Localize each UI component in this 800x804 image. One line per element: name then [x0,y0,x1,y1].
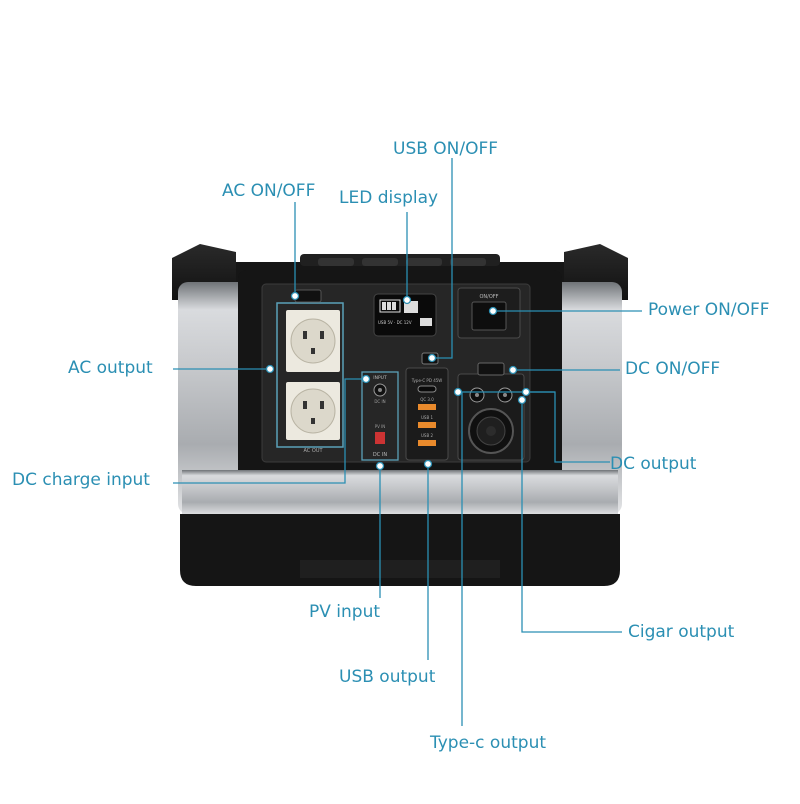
usb-section: Type-C PD 45W QC 3.0 USB 1 USB 2 [406,353,448,460]
type-c-text: Type-C PD 45W [411,378,443,383]
pv-port [375,432,385,444]
label-pv-input: PV input [309,602,380,622]
dc-in-text: DC IN [373,452,387,458]
dc-section [458,363,524,460]
usb1-port [418,422,436,428]
usb2-text: USB 2 [421,433,433,438]
label-led-display: LED display [339,188,438,208]
ac-out-text: AC OUT [303,448,323,454]
power-button[interactable] [472,302,506,330]
label-dc-output: DC output [610,454,696,474]
usb1-text: USB 1 [421,415,433,420]
front-metal-band [182,470,618,516]
label-typec-output: Type-c output [430,733,546,753]
power-switch-text: ON/OFF [479,294,498,300]
bottom-base [180,514,620,586]
power-section: ON/OFF [458,288,520,338]
label-ac-onoff: AC ON/OFF [222,181,315,201]
label-usb-onoff: USB ON/OFF [393,139,498,159]
usb2-port [418,440,436,446]
dc-switch[interactable] [478,363,504,375]
pv-in-text: PV IN [375,424,386,429]
type-c-port [418,386,436,392]
label-dc-charge-input: DC charge input [12,470,150,490]
label-dc-onoff: DC ON/OFF [625,359,720,379]
label-ac-output: AC output [68,358,153,378]
input-text: INPUT [373,375,387,381]
qc-text: QC 3.0 [420,397,434,402]
label-power-onoff: Power ON/OFF [648,300,770,320]
label-usb-output: USB output [339,667,435,687]
led-small-text: USB 5V · DC 12V [378,320,412,325]
qc-port [418,404,436,410]
dc-in-small-text: DC IN [374,399,385,404]
label-cigar-output: Cigar output [628,622,734,642]
